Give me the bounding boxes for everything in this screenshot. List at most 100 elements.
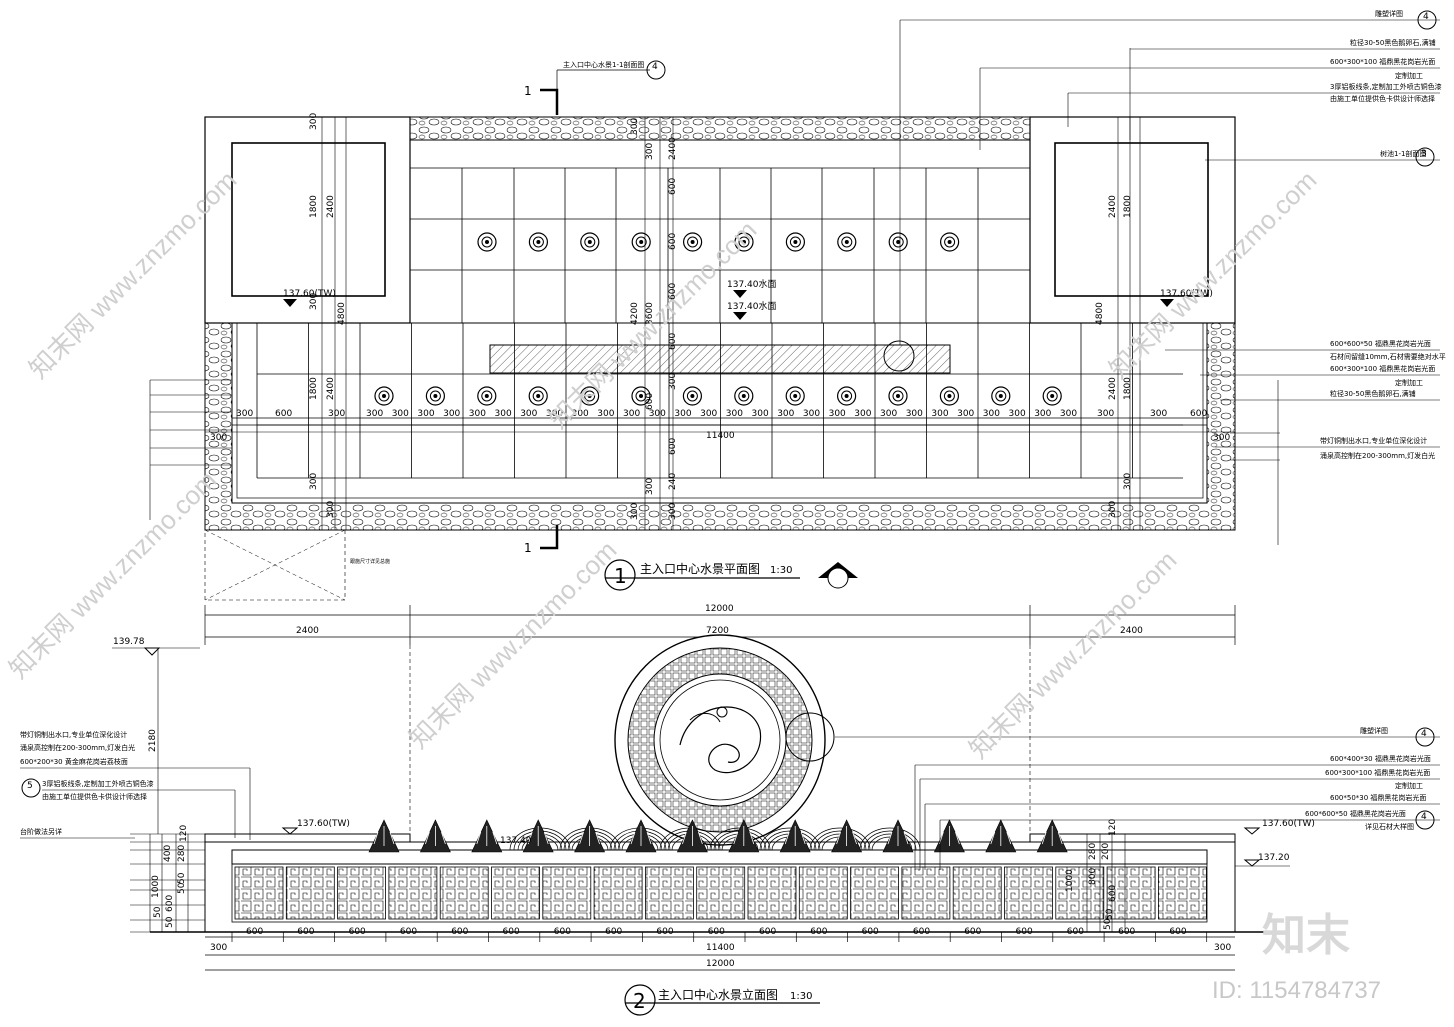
- fret-panel: [285, 866, 335, 920]
- jet-icon: [734, 232, 754, 252]
- ann-text: 由施工单位提供色卡供设计师选择: [1330, 94, 1435, 103]
- vdim-center: 300: [630, 118, 640, 135]
- section-mark-top: [540, 88, 559, 115]
- section-no-bottom: 1: [524, 541, 532, 555]
- dim-text: 600: [275, 409, 292, 419]
- spray-icon: [471, 819, 503, 853]
- ann-text: 600*300*100 福鼎黑花岗岩光面: [1330, 364, 1435, 373]
- vdim-center: 300: [645, 478, 655, 495]
- level-13720: 137.20: [1258, 853, 1290, 863]
- dim-text: 300: [931, 409, 948, 419]
- dim-text: 300: [1097, 409, 1114, 419]
- level-left-marker: [283, 299, 297, 307]
- fret-panel: [645, 866, 694, 920]
- level-tw-left: 137.60(TW): [297, 819, 350, 829]
- dim-text: 300: [469, 409, 486, 419]
- fret-panel: [850, 866, 899, 920]
- vdim-left: 300: [309, 473, 319, 490]
- spray-icon: [728, 819, 760, 853]
- fret-panel: [696, 866, 746, 920]
- level-13740: 137.40: [500, 836, 532, 846]
- fret-panel: [798, 866, 848, 920]
- vdim-center: 600: [668, 438, 678, 455]
- dim-text: 300: [597, 409, 614, 419]
- fret-panels: [231, 863, 1208, 923]
- fountain-sprays: [368, 819, 1068, 853]
- dim-12000: 12000: [706, 959, 735, 969]
- vdim-left: 50: [177, 872, 187, 884]
- dim-600: 600: [964, 927, 981, 937]
- fret-panel: [901, 866, 951, 920]
- jet-icon: [631, 232, 651, 252]
- spray-icon: [985, 819, 1017, 853]
- vdim-center: 300: [630, 503, 640, 520]
- planter-left-inner: [231, 142, 386, 297]
- jet-icon: [528, 232, 549, 252]
- dim-text: 300: [1150, 409, 1167, 419]
- section-ref-label: 主入口中心水景1-1剖面图: [563, 60, 644, 69]
- detail-ref-4-icon: 4: [1415, 810, 1435, 830]
- jet-icon: [425, 386, 445, 406]
- dim-600: 600: [554, 927, 571, 937]
- vdim-left: 50: [177, 882, 187, 894]
- vdim-center: 240: [668, 473, 678, 490]
- water-level-2: 137.40水面: [727, 300, 777, 312]
- spray-icon: [522, 819, 554, 853]
- dim-600: 600: [810, 927, 827, 937]
- vdim-right: 1000: [1065, 869, 1075, 892]
- vdim-right: 50: [1105, 908, 1115, 920]
- ann-text: 雕塑详图: [1375, 9, 1403, 18]
- elevation-annotations: 带灯铜制出水口,专业单位深化设计涌泉高控制在200-300mm,灯发白光600*…: [20, 726, 1440, 870]
- jet-icon: [631, 386, 651, 406]
- dim-text: 300: [366, 409, 383, 419]
- dim-text: 300: [1009, 409, 1026, 419]
- brand-logo: 知末: [1262, 910, 1350, 961]
- north-arrow-icon: [818, 562, 858, 589]
- fret-panel: [337, 866, 387, 920]
- dim-600: 600: [862, 927, 879, 937]
- jet-icon: [785, 386, 805, 406]
- jet-icon: [888, 386, 908, 406]
- dim-text: 300: [752, 409, 769, 419]
- detail-ref-no: 3: [1421, 149, 1427, 159]
- vdim-left: 280: [177, 845, 187, 862]
- inner-edge: [236, 322, 1204, 499]
- plan-title: 主入口中心水景平面图: [640, 561, 760, 576]
- elev-detail-circle: [785, 712, 835, 762]
- fret-panel: [1158, 866, 1207, 920]
- vdim-right: 1800: [1123, 377, 1133, 400]
- jet-icon: [682, 232, 703, 252]
- ann-text: 600*600*50 福鼎黑花岗岩光面: [1330, 339, 1431, 348]
- dim-2400-left: 2400: [296, 626, 319, 636]
- dim-total: 11400: [706, 431, 735, 441]
- height-2180: 2180: [148, 729, 158, 752]
- dim-text: 300: [328, 409, 345, 419]
- level-left: 137.60(TW): [283, 289, 336, 299]
- dim-text: 300: [674, 409, 691, 419]
- vdim-right: 280: [1088, 843, 1098, 860]
- elev-title: 主入口中心水景立面图: [658, 987, 778, 1002]
- vdim-right: 4800: [1095, 302, 1105, 325]
- dim-text: 300: [236, 409, 253, 419]
- ann-left: 涌泉高控制在200-300mm,灯发白光: [20, 743, 135, 752]
- dim-600: 600: [1067, 927, 1084, 937]
- vdim-center: 4200: [630, 302, 640, 325]
- dim-text: 300: [777, 409, 794, 419]
- detail-ref-5-icon: 5: [21, 778, 41, 798]
- outside-note: 跟施尺寸详见总施: [350, 558, 390, 565]
- jet-icon: [579, 386, 600, 406]
- spray-icon: [625, 819, 657, 853]
- vdim-left: 300: [309, 113, 319, 130]
- fret-panel: [542, 866, 592, 920]
- vdim-left: 50: [153, 906, 163, 918]
- dim-2400-right: 2400: [1120, 626, 1143, 636]
- vdim-right: 600: [1108, 885, 1118, 902]
- vdim-right: 120: [1108, 819, 1118, 836]
- vdim-center: 600: [668, 178, 678, 195]
- vdim-left: 1800: [309, 195, 319, 218]
- jet-icon: [528, 386, 548, 406]
- vdim-left: 2400: [326, 377, 336, 400]
- dim-600: 600: [1169, 927, 1186, 937]
- vdim-left: 1800: [309, 377, 319, 400]
